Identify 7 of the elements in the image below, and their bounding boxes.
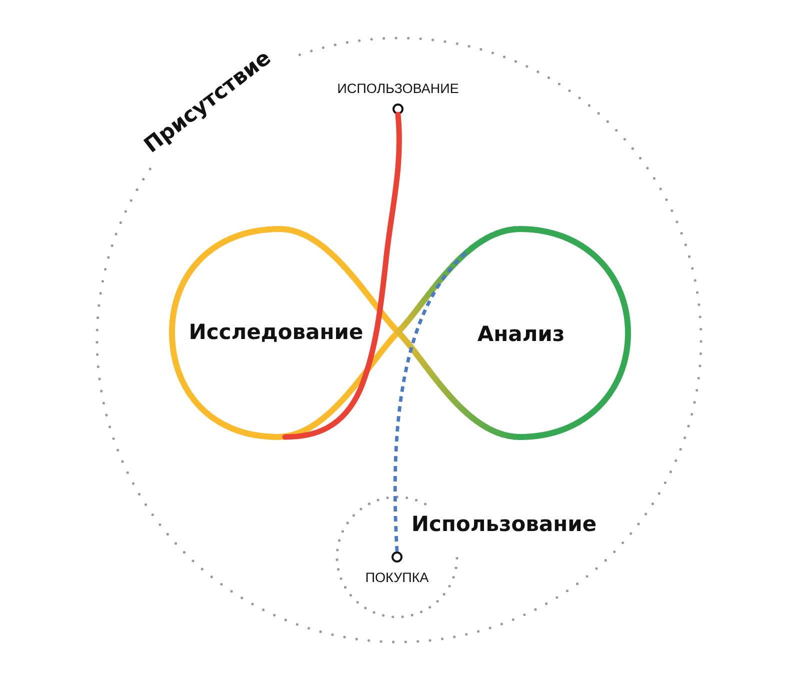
- connector-line: [282, 112, 402, 440]
- point-label: ПОКУПКА: [366, 572, 429, 582]
- point-label: ИСПОЛЬЗОВАНИЕ: [338, 84, 458, 94]
- dashed-line: [393, 250, 470, 552]
- loop-label: Анализ: [478, 326, 564, 342]
- circle-label: Использование: [413, 516, 596, 532]
- loop-label: Исследование: [190, 324, 362, 342]
